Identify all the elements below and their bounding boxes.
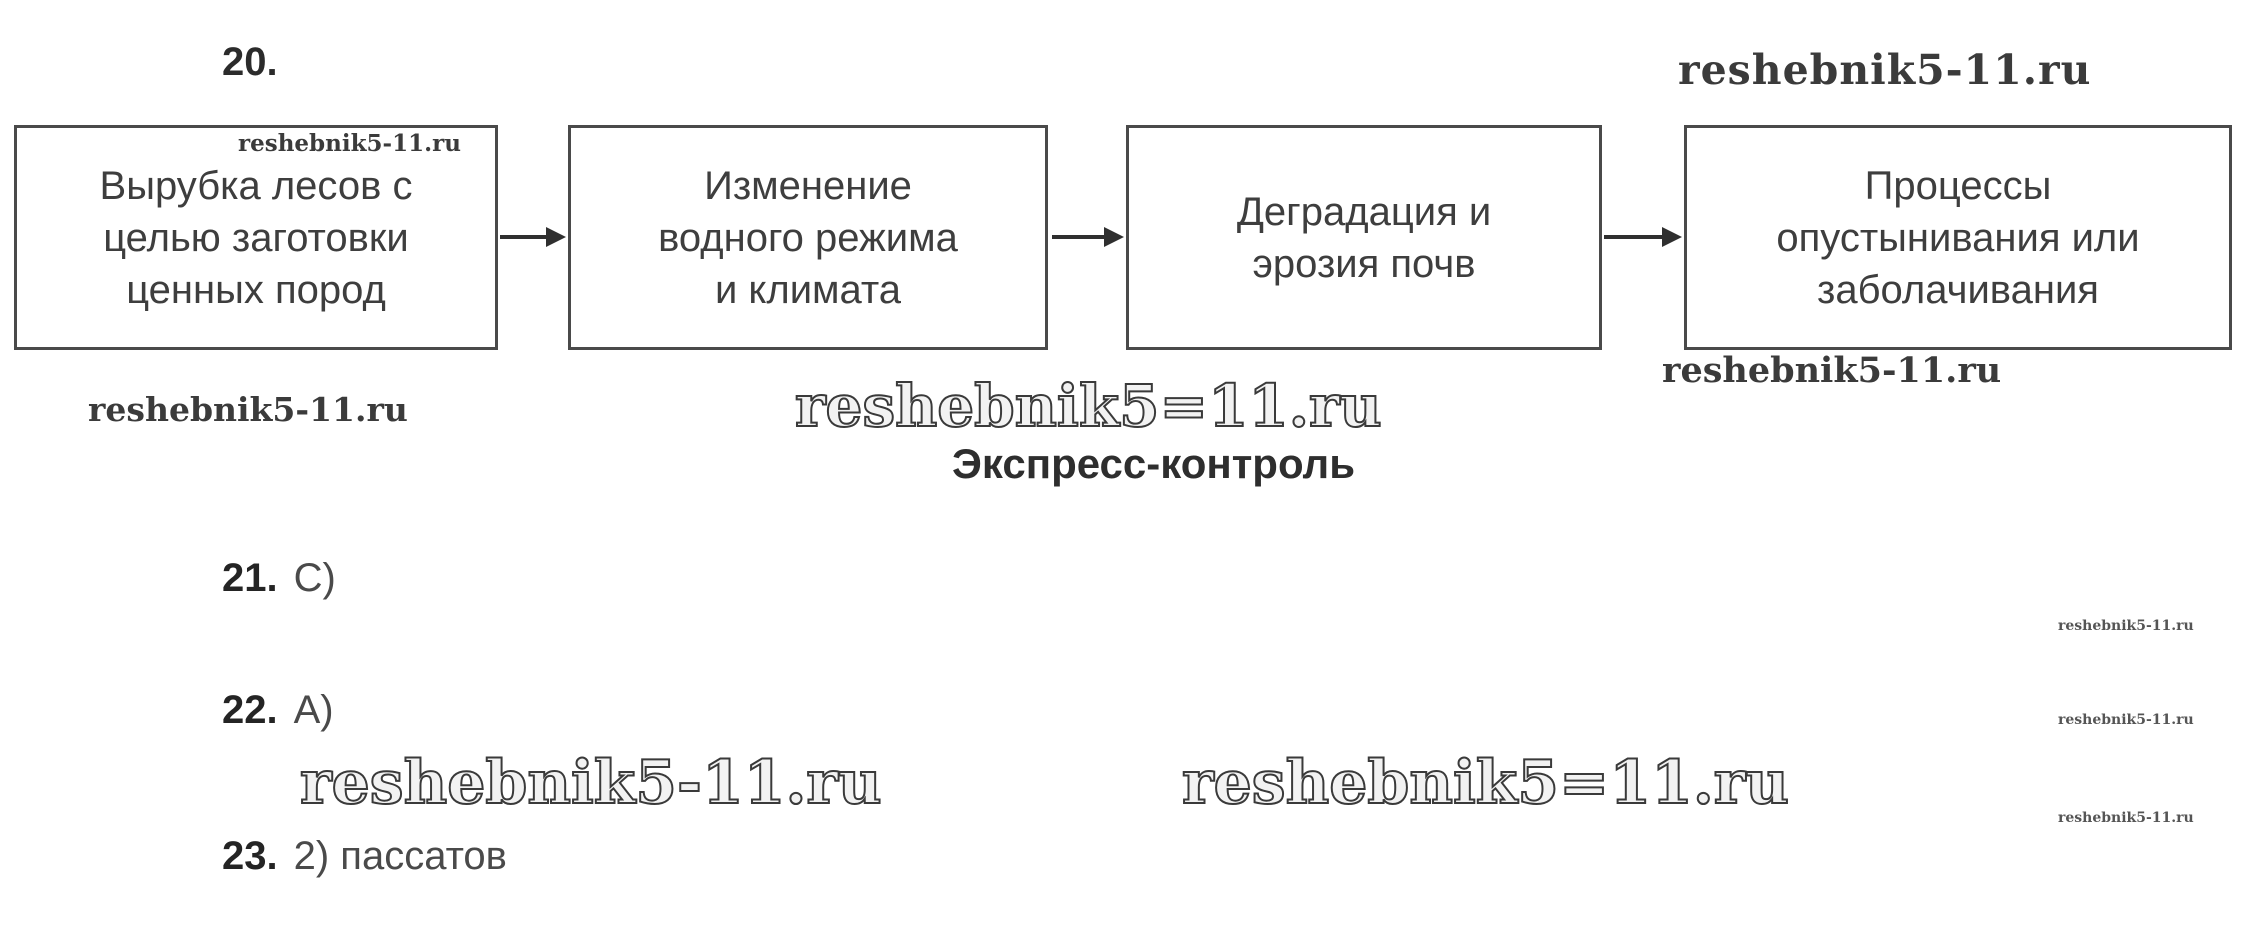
arrow-right-icon bbox=[1604, 227, 1682, 247]
arrow-right-icon bbox=[500, 227, 566, 247]
flowchart-box-deforestation: Вырубка лесов с целью заготовки ценных п… bbox=[14, 125, 498, 350]
watermark-lower-right-large: reshebnik5=11.ru bbox=[1181, 747, 1790, 819]
answer-row-22: 22. А) bbox=[222, 688, 334, 733]
answer-value: С) bbox=[293, 556, 336, 600]
flowchart-box-text: Вырубка лесов с целью заготовки ценных п… bbox=[99, 163, 413, 312]
watermark-top-right: reshebnik5-11.ru bbox=[1678, 46, 2092, 94]
watermark-left-below-box1: reshebnik5-11.ru bbox=[88, 390, 408, 429]
flowchart-box-desertification: Процессы опустынивания или заболачивания bbox=[1684, 125, 2232, 350]
answer-row-21: 21. С) bbox=[222, 556, 336, 601]
watermark-lower-left-large: reshebnik5-11.ru bbox=[299, 747, 883, 819]
answer-number: 23. bbox=[222, 834, 278, 878]
flowchart-box-text: Процессы опустынивания или заболачивания bbox=[1776, 163, 2140, 312]
watermark-center-large: reshebnik5=11.ru bbox=[794, 371, 1383, 441]
answer-value: А) bbox=[293, 688, 334, 732]
flowchart-box-water-regime-change: Изменение водного режима и климата bbox=[568, 125, 1048, 350]
section-title-express-control: Экспресс-контроль bbox=[952, 440, 1356, 487]
question-number-20: 20. bbox=[222, 40, 278, 84]
flowchart-box-soil-degradation: Деградация и эрозия почв bbox=[1126, 125, 1602, 350]
answer-row-23: 23. 2) пассатов bbox=[222, 834, 507, 879]
arrow-right-icon bbox=[1052, 227, 1124, 247]
watermark-below-box4: reshebnik5-11.ru bbox=[1662, 350, 2002, 391]
flowchart-box-text: Деградация и эрозия почв bbox=[1236, 189, 1492, 286]
watermark-edge-small-2: reshebnik5-11.ru bbox=[2058, 712, 2194, 728]
watermark-edge-small-3: reshebnik5-11.ru bbox=[2058, 810, 2194, 826]
watermark-edge-small-1: reshebnik5-11.ru bbox=[2058, 618, 2194, 634]
answer-number: 22. bbox=[222, 688, 278, 732]
flowchart-box-text: Изменение водного режима и климата bbox=[658, 163, 958, 312]
answer-value: 2) пассатов bbox=[293, 834, 507, 878]
answer-number: 21. bbox=[222, 556, 278, 600]
